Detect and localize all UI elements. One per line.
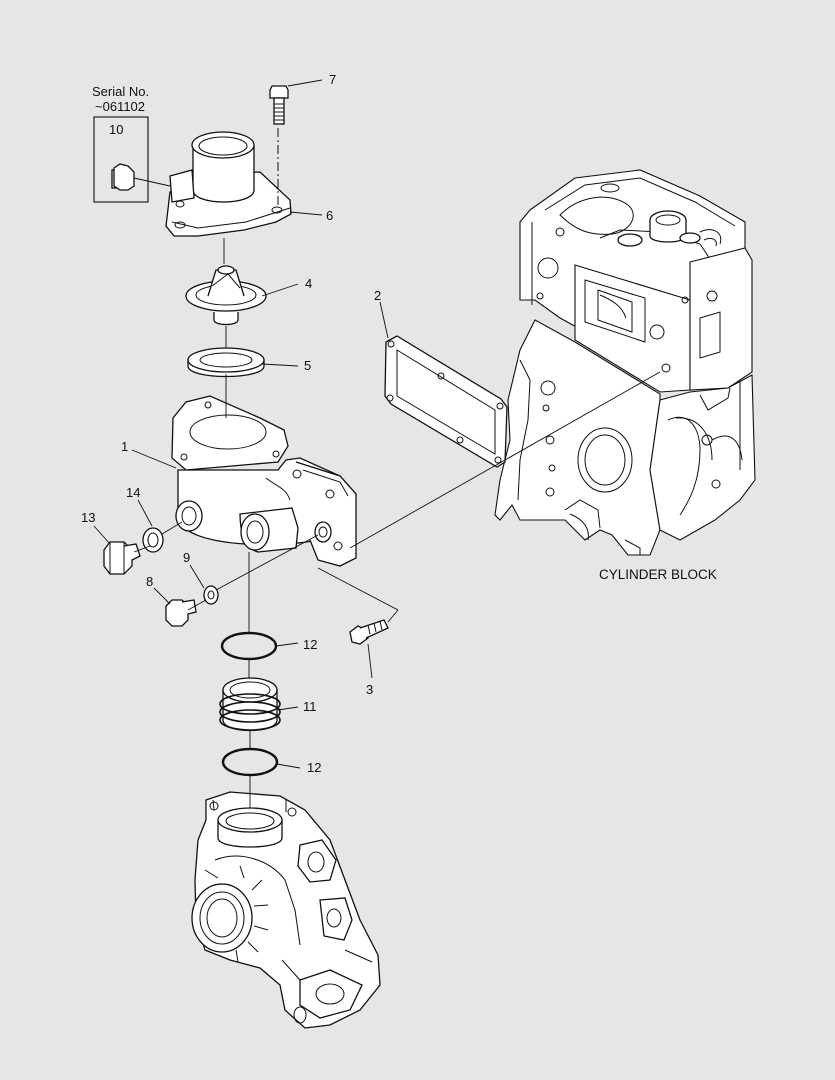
part-number-12-upper: 12 [303,637,317,652]
water-pump [191,791,381,1029]
washer-and-bolt-8-9 [165,585,219,627]
o-ring-lower [221,747,279,777]
part-number-9: 9 [183,550,190,565]
thermostat [185,265,267,326]
part-number-11: 11 [303,699,317,714]
bolt [269,85,289,125]
cylinder-block [494,169,756,556]
cylinder-block-caption: CYLINDER BLOCK [599,567,717,582]
part-number-12-lower: 12 [307,760,321,775]
gasket [384,335,508,468]
part-number-13: 13 [81,510,95,525]
assembly-axis-lines [133,128,661,808]
part-number-5: 5 [304,358,311,373]
o-ring-upper [220,631,278,661]
part-number-10: 10 [109,122,123,137]
sleeve [219,677,281,732]
pump-housing [171,395,357,567]
part-number-1: 1 [121,439,128,454]
washer-and-plug-13-14 [103,527,164,575]
serial-range-label: ~061102 [95,99,145,114]
leader-lines [93,79,389,769]
part-number-14: 14 [126,485,140,500]
part-number-2: 2 [374,288,381,303]
serial-no-label: Serial No. [92,84,149,99]
serial-box [93,116,171,203]
part-number-8: 8 [146,574,153,589]
part-number-7: 7 [329,72,336,87]
bolt-3 [349,619,389,645]
thermostat-cover [165,131,292,237]
part-number-6: 6 [326,208,333,223]
part-number-3: 3 [366,682,373,697]
seal-ring [187,347,265,378]
part-number-4: 4 [305,276,312,291]
